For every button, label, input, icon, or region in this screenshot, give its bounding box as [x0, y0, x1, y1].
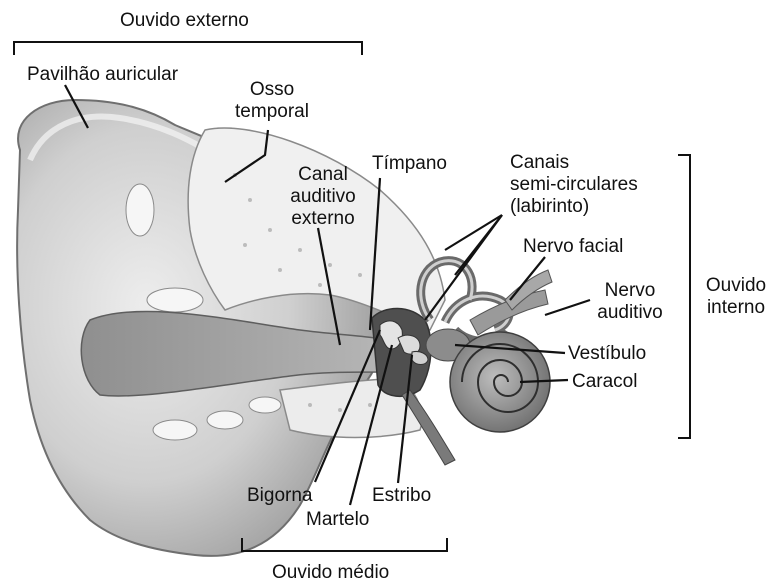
label-osso-temporal-line1: Osso [224, 79, 320, 101]
label-martelo: Martelo [306, 509, 369, 531]
label-ouvido-externo: Ouvido externo [120, 10, 249, 32]
label-ouvido-interno: Ouvido interno [698, 275, 774, 319]
label-nervo-auditivo-line1: Nervo [588, 280, 672, 302]
label-nervo-facial: Nervo facial [523, 236, 623, 258]
cartilage-oval [153, 420, 197, 440]
label-canais-semicirculares: Canais semi-circulares (labirinto) [510, 152, 638, 218]
label-canais-line3: (labirinto) [510, 196, 638, 218]
cartilage-oval [126, 184, 154, 236]
cartilage-oval [249, 397, 281, 413]
label-ouvido-interno-line1: Ouvido [698, 275, 774, 297]
cartilage-oval [207, 411, 243, 429]
label-bigorna: Bigorna [247, 485, 313, 507]
label-canais-line1: Canais [510, 152, 638, 174]
label-canais-line2: semi-circulares [510, 174, 638, 196]
label-canal-line1: Canal [278, 164, 368, 186]
cartilage-oval [147, 288, 203, 312]
bracket-external [14, 42, 362, 55]
label-ouvido-interno-line2: interno [698, 297, 774, 319]
label-ouvido-medio: Ouvido médio [272, 562, 389, 584]
bracket-middle [242, 538, 447, 551]
label-canal-line3: externo [278, 208, 368, 230]
label-estribo: Estribo [372, 485, 431, 507]
label-nervo-auditivo: Nervo auditivo [588, 280, 672, 324]
label-pavilhao-auricular: Pavilhão auricular [27, 64, 178, 86]
label-caracol: Caracol [572, 371, 637, 393]
label-vestibulo: Vestíbulo [568, 343, 646, 365]
label-canal-auditivo-externo: Canal auditivo externo [278, 164, 368, 230]
bracket-inner [678, 155, 690, 438]
label-osso-temporal-line2: temporal [224, 101, 320, 123]
label-timpano: Tímpano [372, 153, 447, 175]
label-canal-line2: auditivo [278, 186, 368, 208]
label-osso-temporal: Osso temporal [224, 79, 320, 123]
label-nervo-auditivo-line2: auditivo [588, 302, 672, 324]
